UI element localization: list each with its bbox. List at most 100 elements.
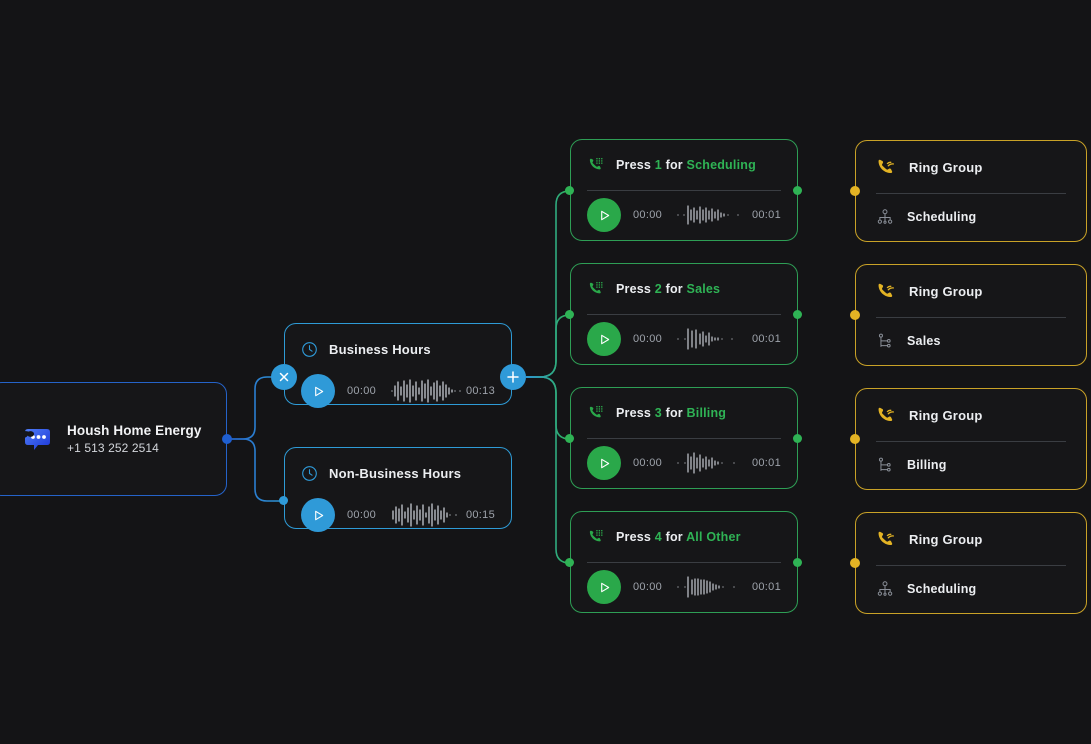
ivr-press-2-output-handle[interactable] [793, 310, 802, 319]
ring-group-4-header: Ring Group [876, 513, 1066, 565]
dialpad-phone-icon [589, 281, 603, 294]
ring-group-2-input-handle[interactable] [850, 310, 860, 320]
ring-group-2-destination-row[interactable]: Sales [876, 318, 1066, 365]
entry-node-output-handle[interactable] [222, 434, 232, 444]
entry-node-title: Housh Home Energy [67, 423, 202, 438]
business-hours-title: Business Hours [329, 341, 431, 357]
ivr-press-2-title: Press 2 for Sales [616, 282, 720, 296]
ivr-digit: 3 [654, 406, 662, 420]
ivr-press-1-node[interactable]: Press 1 for Scheduling 00:00 [570, 139, 798, 241]
ivr-press-3-header: Press 3 for Billing [587, 388, 781, 438]
dialpad-phone-icon [589, 157, 603, 170]
ivr-press-3-player[interactable]: 00:00 00:01 [587, 439, 781, 488]
ivr-middle: for [665, 282, 683, 296]
divider [587, 562, 781, 563]
ivr-press-1-title: Press 1 for Scheduling [616, 158, 756, 172]
ivr-press-3-time-start: 00:00 [633, 457, 663, 470]
divider [876, 317, 1066, 318]
ivr-press-4-player[interactable]: 00:00 00:01 [587, 563, 781, 612]
ring-group-3-destination: Billing [907, 458, 947, 473]
ring-group-4-destination-row[interactable]: Scheduling [876, 566, 1066, 613]
ivr-press-4-time-end: 00:01 [751, 581, 781, 594]
play-icon[interactable] [587, 446, 621, 481]
audio-waveform [677, 452, 735, 475]
ivr-middle: for [665, 158, 683, 172]
audio-waveform [391, 379, 461, 403]
ring-group-1-node[interactable]: Ring Group Scheduling [855, 140, 1087, 242]
ivr-press-4-node[interactable]: Press 4 for All Other 00:00 [570, 511, 798, 613]
ivr-digit: 2 [654, 282, 662, 296]
ivr-destination: Scheduling [686, 158, 756, 172]
ring-group-2-node[interactable]: Ring Group Sales [855, 264, 1087, 366]
delete-branch-button[interactable] [271, 364, 297, 390]
ivr-destination: Billing [686, 406, 727, 420]
org-chart-icon [877, 581, 893, 597]
ring-group-1-destination-row[interactable]: Scheduling [876, 194, 1066, 241]
play-icon[interactable] [301, 374, 335, 408]
add-branch-button[interactable] [500, 364, 526, 390]
dialpad-phone-icon [589, 529, 603, 542]
ivr-prefix: Press [616, 158, 652, 172]
audio-waveform [677, 576, 735, 599]
business-hours-header: Business Hours [301, 324, 495, 374]
ivr-press-2-header: Press 2 for Sales [587, 264, 781, 314]
ringing-phone-icon [878, 531, 894, 545]
business-hours-player[interactable]: 00:00 00:13 [301, 374, 495, 408]
ivr-press-2-node[interactable]: Press 2 for Sales 00:00 [570, 263, 798, 365]
play-icon[interactable] [587, 570, 621, 605]
ring-group-3-node[interactable]: Ring Group Billing [855, 388, 1087, 490]
ivr-press-1-player[interactable]: 00:00 00:01 [587, 191, 781, 240]
ivr-press-1-output-handle[interactable] [793, 186, 802, 195]
ivr-press-3-node[interactable]: Press 3 for Billing 00:00 [570, 387, 798, 489]
ivr-prefix: Press [616, 406, 652, 420]
non-business-hours-header: Non-Business Hours [301, 448, 495, 498]
non-business-hours-input-handle[interactable] [279, 496, 288, 505]
ivr-press-2-time-end: 00:01 [751, 333, 781, 346]
ivr-press-4-output-handle[interactable] [793, 558, 802, 567]
ivr-press-3-output-handle[interactable] [793, 434, 802, 443]
non-business-hours-node[interactable]: Non-Business Hours 00:00 [284, 447, 512, 532]
ring-group-3-title: Ring Group [909, 407, 983, 423]
ivr-press-4-time-start: 00:00 [633, 581, 663, 594]
ring-group-1-input-handle[interactable] [850, 186, 860, 196]
play-icon[interactable] [587, 322, 621, 357]
ring-group-3-header: Ring Group [876, 389, 1066, 441]
play-icon[interactable] [587, 198, 621, 233]
ivr-press-1-input-handle[interactable] [565, 186, 574, 195]
ivr-press-4-input-handle[interactable] [565, 558, 574, 567]
chat-bubble-sunglasses-logo [17, 421, 53, 457]
entry-node[interactable]: Housh Home Energy +1 513 252 2514 [0, 382, 227, 496]
ring-group-2-header: Ring Group [876, 265, 1066, 317]
ring-group-4-node[interactable]: Ring Group Scheduling [855, 512, 1087, 614]
ring-group-3-input-handle[interactable] [850, 434, 860, 444]
dialpad-phone-icon [589, 405, 603, 418]
ivr-prefix: Press [616, 530, 652, 544]
ring-group-1-title: Ring Group [909, 159, 983, 175]
org-chart-icon [877, 209, 893, 225]
ivr-middle: for [665, 530, 683, 544]
play-icon[interactable] [301, 498, 335, 532]
ivr-press-2-input-handle[interactable] [565, 310, 574, 319]
audio-waveform [392, 503, 457, 527]
business-hours-time-end: 00:13 [465, 385, 495, 397]
business-hours-time-start: 00:00 [347, 385, 377, 397]
ivr-press-4-header: Press 4 for All Other [587, 512, 781, 562]
business-hours-node[interactable]: Business Hours 00:00 [284, 323, 512, 408]
audio-waveform [677, 205, 739, 226]
ring-group-2-destination: Sales [907, 334, 941, 349]
audio-waveform [677, 328, 733, 351]
tree-branch-icon [878, 458, 891, 472]
ivr-middle: for [665, 406, 683, 420]
ivr-press-3-input-handle[interactable] [565, 434, 574, 443]
non-business-hours-player[interactable]: 00:00 00:15 [301, 498, 495, 532]
ivr-press-2-player[interactable]: 00:00 00:01 [587, 315, 781, 364]
divider [876, 193, 1066, 194]
ivr-press-2-time-start: 00:00 [633, 333, 663, 346]
ring-group-4-input-handle[interactable] [850, 558, 860, 568]
ivr-press-1-time-end: 00:01 [751, 209, 781, 222]
ivr-digit: 4 [654, 530, 662, 544]
ring-group-3-destination-row[interactable]: Billing [876, 442, 1066, 489]
ring-group-1-destination: Scheduling [907, 210, 977, 225]
non-business-hours-title: Non-Business Hours [329, 465, 462, 481]
